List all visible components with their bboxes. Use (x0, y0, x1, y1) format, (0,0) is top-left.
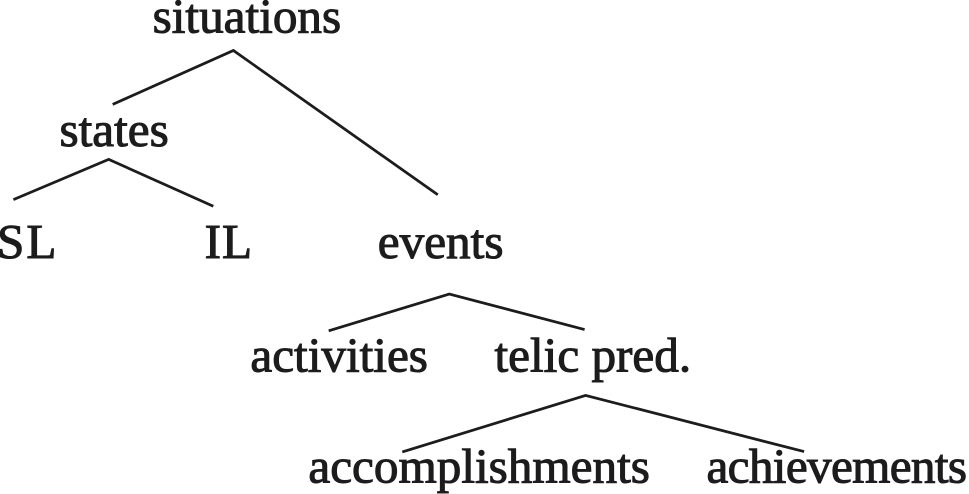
svg-text:situations: situations (153, 0, 342, 44)
svg-text:telic pred.: telic pred. (495, 328, 692, 383)
svg-text:IL: IL (205, 214, 253, 269)
svg-text:activities: activities (250, 328, 428, 383)
svg-text:events: events (378, 214, 504, 269)
svg-text:accomplishments: accomplishments (308, 439, 650, 494)
svg-text:states: states (60, 102, 169, 157)
svg-text:achievements: achievements (707, 439, 967, 494)
svg-text:SL: SL (0, 214, 58, 269)
